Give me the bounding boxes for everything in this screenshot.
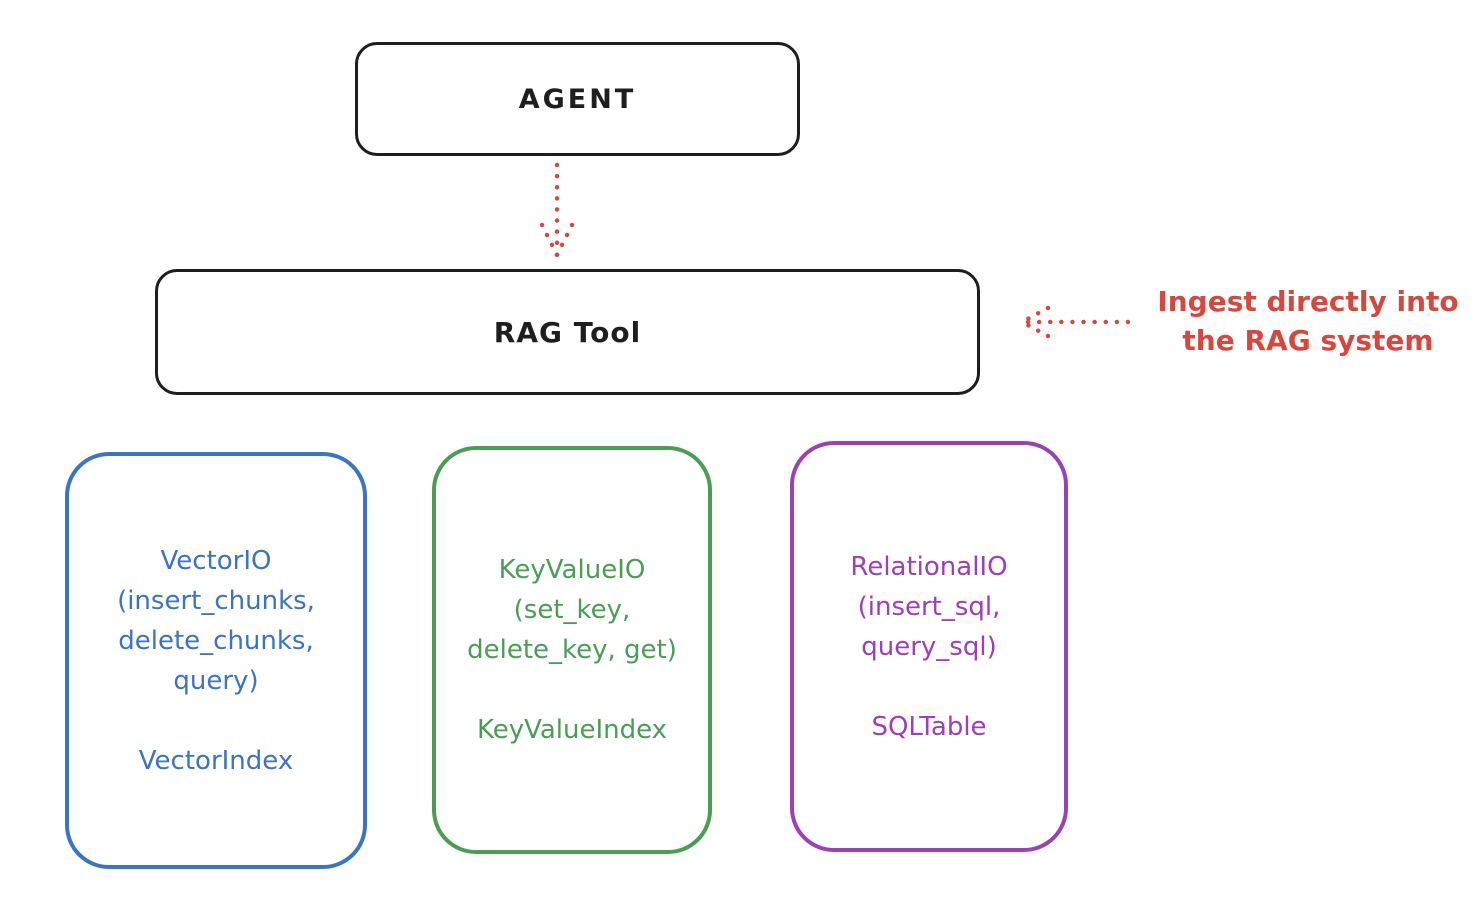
vector-io-index-label: VectorIndex (138, 745, 294, 776)
arrowhead-right-stroke (554, 222, 575, 258)
agent-label: AGENT (518, 83, 637, 115)
arrow-agent-to-rag-icon (539, 162, 575, 258)
arrowhead-top-stroke (1019, 305, 1051, 325)
vector-io-box: VectorIO (insert_chunks, delete_chunks, … (65, 452, 367, 869)
rag-tool-label: RAG Tool (493, 315, 642, 349)
relational-io-interface-text: RelationalIO (insert_sql, query_sql) (850, 551, 1008, 662)
keyvalue-io-interface-text: KeyValueIO (set_key, delete_key, get) (467, 555, 677, 665)
ingest-annotation: Ingest directly into the RAG system (1157, 285, 1459, 357)
keyvalue-io-box: KeyValueIO (set_key, delete_key, get) Ke… (432, 446, 712, 854)
rag-tool-node: RAG Tool (155, 269, 980, 395)
relational-io-box: RelationalIO (insert_sql, query_sql) SQL… (790, 441, 1068, 852)
arrow-ingest-into-rag-icon (1019, 305, 1131, 339)
agent-node: AGENT (355, 42, 800, 156)
relational-io-index-label: SQLTable (871, 711, 987, 742)
arrowhead-bottom-stroke (1019, 319, 1051, 339)
vector-io-interface-text: VectorIO (insert_chunks, delete_chunks, … (117, 545, 315, 696)
keyvalue-io-index-label: KeyValueIndex (476, 715, 668, 745)
arrowhead-left-stroke (539, 222, 560, 258)
